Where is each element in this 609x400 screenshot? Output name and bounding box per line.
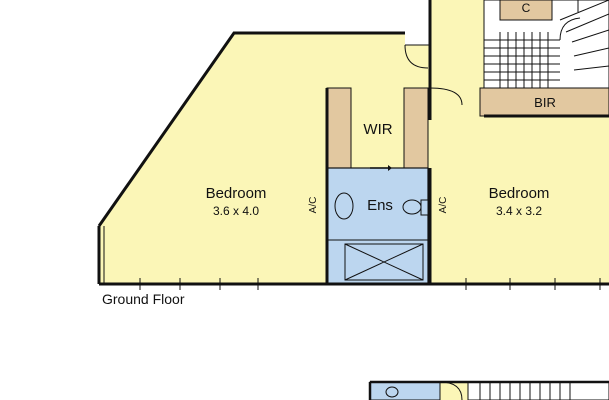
wir-robe-left (326, 87, 352, 169)
door-swing-right (429, 87, 463, 106)
walls (97, 0, 609, 286)
floor-label: Ground Floor (102, 291, 185, 307)
bedroom-right-size: 3.4 x 3.2 (496, 204, 542, 218)
built-in-robe (479, 87, 609, 117)
wir-label: WIR (363, 121, 392, 138)
bir-label: BIR (534, 95, 556, 110)
stair-treads (484, 0, 609, 88)
door-swing-top (404, 44, 430, 69)
basin (334, 192, 354, 220)
toilet (402, 199, 422, 215)
ac-right-label: A/C (438, 197, 449, 214)
cupboard-label: C (522, 1, 531, 15)
toilet-cistern (420, 199, 429, 216)
ac-left-label: A/C (308, 197, 319, 214)
bedroom-left-name: Bedroom (206, 185, 267, 202)
ensuite-label: Ens (367, 197, 393, 214)
windows (103, 226, 601, 290)
cupboard (499, 0, 553, 21)
bedroom-left-size: 3.6 x 4.0 (213, 204, 259, 218)
lower-floor-fragment (368, 380, 609, 400)
bedroom-right-name: Bedroom (489, 185, 550, 202)
floor-area (99, 0, 609, 285)
wir-robe-right (403, 87, 429, 169)
